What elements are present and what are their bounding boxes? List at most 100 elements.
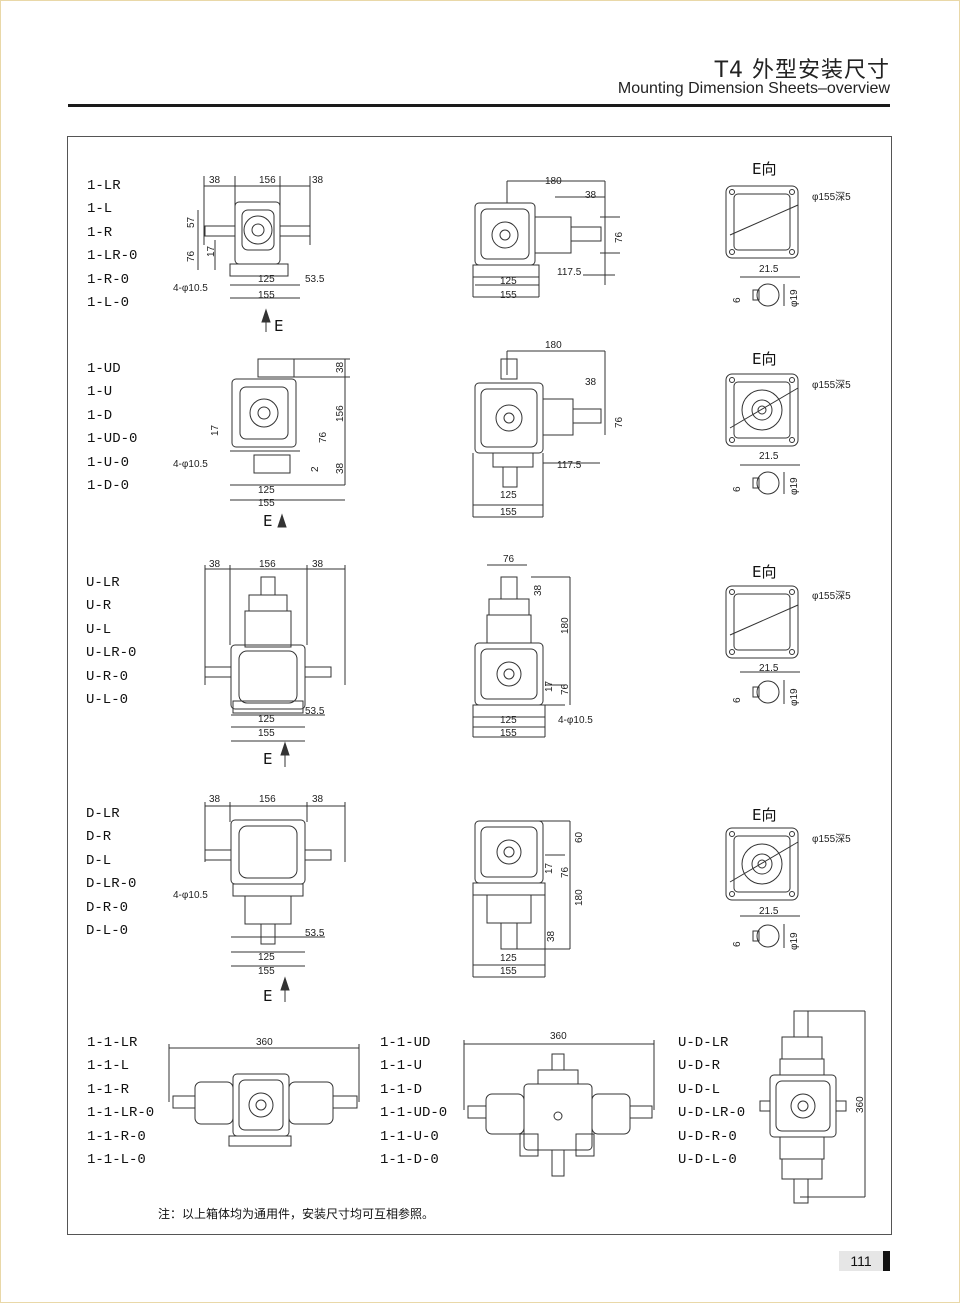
dim-hole: 4-φ10.5 — [173, 459, 208, 470]
model-code: U-L-0 — [86, 692, 129, 709]
dim-125: 125 — [258, 952, 275, 963]
dim-38: 38 — [585, 190, 597, 201]
model-code: 1-1-D-0 — [380, 1152, 439, 1169]
model-code: 1-U — [87, 384, 113, 401]
front-view-4 — [195, 792, 365, 1007]
model-code: 1-D-0 — [87, 478, 130, 495]
model-code: 1-1-L-0 — [87, 1152, 146, 1169]
model-code: U-D-L-0 — [678, 1152, 737, 1169]
dim-17: 17 — [206, 245, 217, 257]
e-direction-label: E向 — [752, 160, 777, 178]
dim-180: 180 — [560, 617, 571, 634]
model-code: 1-R-0 — [87, 271, 130, 288]
model-code: 1-R — [87, 224, 113, 241]
dim-125: 125 — [500, 953, 517, 964]
dim-17: 17 — [210, 424, 221, 436]
model-code: D-LR — [86, 806, 120, 822]
dim-155: 155 — [258, 290, 275, 301]
dim-6: 6 — [732, 941, 743, 947]
dim-2: 2 — [310, 466, 321, 472]
dim-phi19: φ19 — [789, 477, 800, 495]
model-code: 1-1-UD-0 — [380, 1105, 448, 1122]
model-code: 1-U-0 — [87, 454, 130, 471]
page-title: T4 外型安装尺寸 — [714, 58, 890, 83]
dim-38-left: 38 — [209, 794, 221, 805]
model-code: U-R-0 — [86, 668, 129, 685]
e-arrow-label: E — [263, 750, 273, 768]
side-view-3 — [465, 555, 605, 740]
double-view-1-1-ud — [460, 1030, 660, 1180]
flange-dim: φ155深5 — [812, 192, 851, 203]
dim-hole: 4-φ10.5 — [558, 715, 593, 726]
model-code: U-D-LR — [678, 1035, 729, 1051]
model-code: U-LR — [86, 575, 120, 591]
dim-180: 180 — [574, 889, 585, 906]
model-code: U-L — [86, 621, 112, 638]
dim-phi19: φ19 — [789, 932, 800, 950]
double-view-1-1 — [165, 1040, 365, 1150]
model-code: 1-1-D — [380, 1081, 423, 1098]
drawing-frame — [67, 136, 892, 1235]
model-code: 1-1-LR — [87, 1035, 138, 1051]
dim-125: 125 — [258, 274, 275, 285]
model-code: U-D-R — [678, 1058, 721, 1075]
model-code: 1-1-UD — [380, 1035, 431, 1051]
dim-6: 6 — [732, 697, 743, 703]
model-code: 1-D — [87, 407, 113, 424]
model-list-7: U-D-LR U-D-R U-D-L U-D-LR-0 U-D-R-0 U-D-… — [678, 1032, 745, 1172]
model-code: 1-LR — [87, 178, 121, 194]
dim-76: 76 — [614, 416, 625, 428]
header-rule — [68, 104, 890, 107]
model-list-6: 1-1-UD 1-1-U 1-1-D 1-1-UD-0 1-1-U-0 1-1-… — [380, 1032, 447, 1172]
dim-156: 156 — [335, 405, 346, 422]
model-list-3: U-LR U-R U-L U-LR-0 U-R-0 U-L-0 — [86, 572, 136, 712]
side-view-1 — [465, 175, 635, 305]
dim-38-right: 38 — [312, 559, 324, 570]
dim-38: 38 — [546, 930, 557, 942]
dim-76: 76 — [614, 231, 625, 243]
dim-53-5: 53.5 — [305, 706, 325, 717]
flange-dim: φ155深5 — [812, 834, 851, 845]
dim-155: 155 — [500, 290, 517, 301]
dim-76: 76 — [318, 431, 329, 443]
e-direction-label: E向 — [752, 806, 777, 824]
e-direction-label: E向 — [752, 563, 777, 581]
page-number-bar — [883, 1251, 890, 1271]
dim-117-5: 117.5 — [557, 267, 582, 278]
dim-phi19: φ19 — [789, 688, 800, 706]
dim-6: 6 — [732, 486, 743, 492]
dim-38: 38 — [335, 462, 346, 474]
dim-76: 76 — [560, 683, 571, 695]
dim-38-left: 38 — [209, 175, 221, 186]
dim-155: 155 — [500, 728, 517, 739]
model-list-4: D-LR D-R D-L D-LR-0 D-R-0 D-L-0 — [86, 803, 136, 943]
page-number: 111 — [839, 1251, 883, 1271]
model-code: 1-1-LR-0 — [87, 1105, 155, 1122]
dim-38-right: 38 — [312, 794, 324, 805]
double-view-u-d — [760, 1005, 875, 1210]
dim-155: 155 — [500, 507, 517, 518]
e-view-1 — [720, 180, 820, 320]
dim-360: 360 — [550, 1031, 567, 1042]
model-code: 1-L — [87, 201, 113, 218]
page-subtitle: Mounting Dimension Sheets–overview — [617, 80, 890, 97]
dim-38: 38 — [335, 361, 346, 373]
dim-17: 17 — [544, 680, 555, 692]
dim-155: 155 — [258, 728, 275, 739]
model-code: D-L — [86, 852, 112, 869]
dim-hole: 4-φ10.5 — [173, 890, 208, 901]
e-view-4 — [720, 822, 820, 962]
footnote: 注：以上箱体均为通用件，安装尺寸均可互相参照。 — [158, 1207, 435, 1221]
model-code: D-L-0 — [86, 923, 129, 940]
dim-155: 155 — [258, 966, 275, 977]
flange-dim: φ155深5 — [812, 380, 851, 391]
dim-38-left: 38 — [209, 559, 221, 570]
dim-360: 360 — [256, 1037, 273, 1048]
side-view-4 — [465, 815, 605, 980]
dim-360: 360 — [855, 1096, 866, 1113]
model-list-2: 1-UD 1-U 1-D 1-UD-0 1-U-0 1-D-0 — [87, 358, 137, 498]
model-code: 1-L-0 — [87, 295, 130, 312]
model-code: 1-UD — [87, 361, 121, 377]
dim-21-5: 21.5 — [759, 906, 779, 917]
dim-155: 155 — [500, 966, 517, 977]
